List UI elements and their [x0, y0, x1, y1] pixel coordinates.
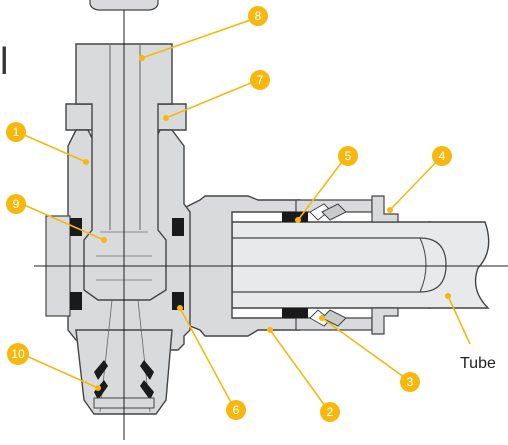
svg-text:8: 8	[255, 9, 262, 23]
svg-text:9: 9	[13, 197, 20, 211]
callout-8: 8	[248, 6, 268, 26]
svg-text:10: 10	[11, 347, 25, 361]
callout-2: 2	[320, 402, 340, 422]
side-mark: l	[0, 41, 8, 83]
o-ring-lower	[282, 308, 308, 318]
top-stub	[89, 0, 159, 11]
callout-4: 4	[432, 146, 452, 166]
release-sleeve	[371, 195, 399, 223]
spring-right	[140, 360, 154, 400]
callout-10: 10	[7, 343, 29, 365]
seal-right-top	[172, 218, 184, 236]
svg-text:6: 6	[233, 403, 240, 417]
callout-6: 6	[226, 400, 246, 420]
elbow-body	[179, 195, 399, 337]
svg-text:5: 5	[345, 149, 352, 163]
tube	[231, 221, 490, 309]
svg-text:2: 2	[327, 405, 334, 419]
callout-9: 9	[6, 194, 26, 214]
leader-dots	[83, 55, 451, 391]
svg-text:4: 4	[439, 149, 446, 163]
svg-text:7: 7	[257, 73, 264, 87]
callout-3: 3	[400, 372, 420, 392]
seal-left-bottom	[70, 292, 82, 310]
svg-text:3: 3	[407, 375, 414, 389]
leader-lines	[21, 17, 471, 411]
tube-label: Tube	[460, 355, 496, 372]
callout-5: 5	[338, 146, 358, 166]
callout-7: 7	[250, 70, 270, 90]
o-ring-upper	[282, 212, 308, 222]
svg-text:1: 1	[13, 125, 20, 139]
callout-1: 1	[6, 122, 26, 142]
